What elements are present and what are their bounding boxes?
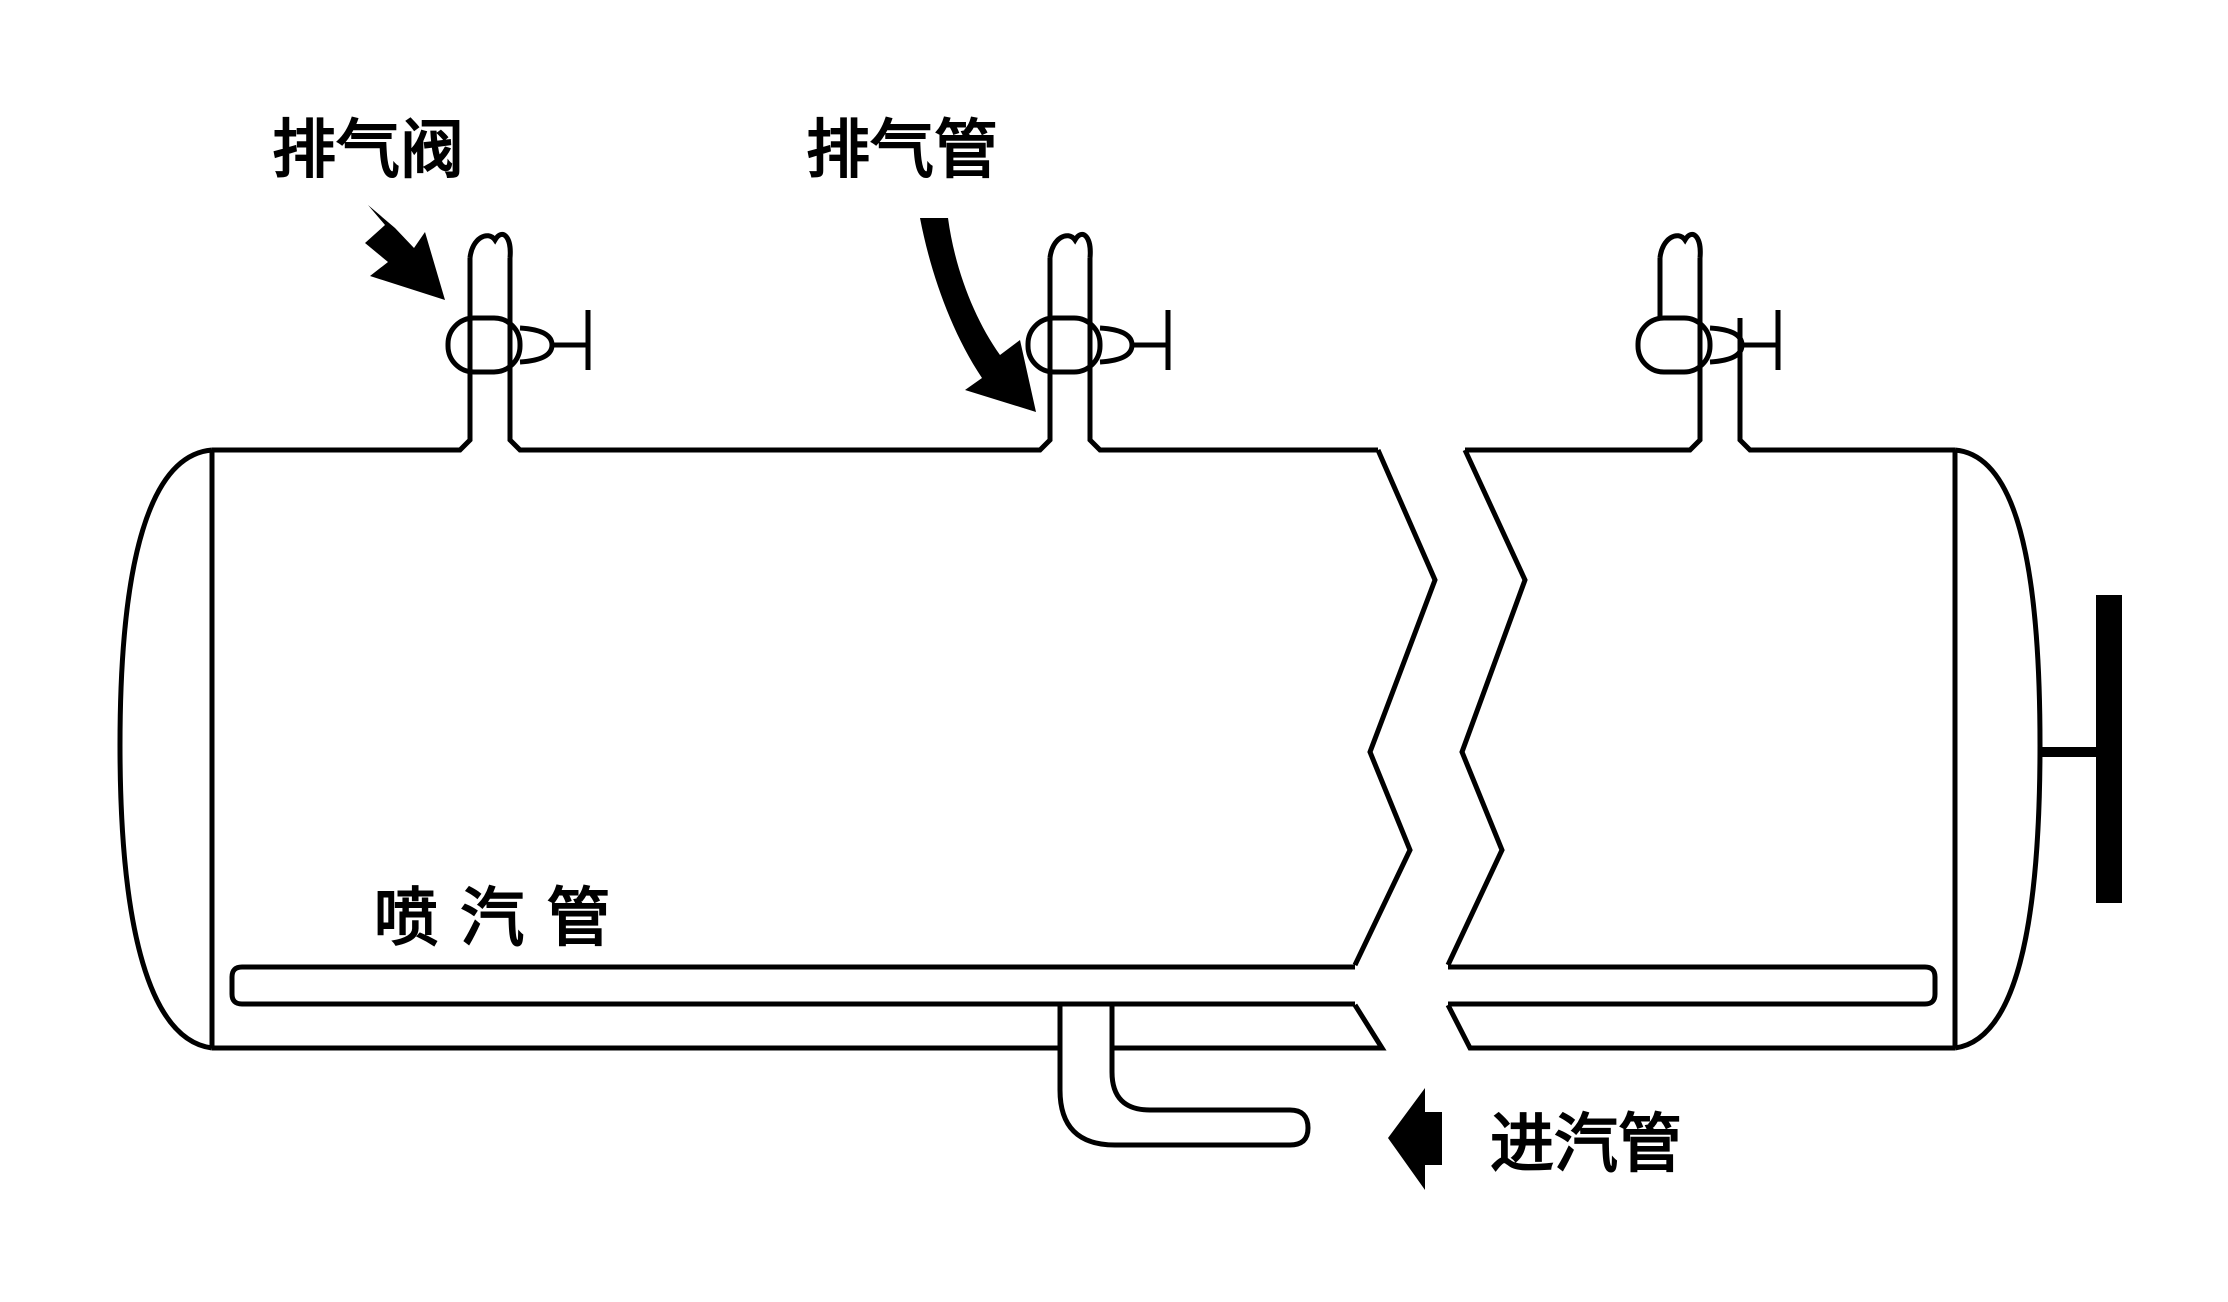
vessel-left-break-line [1352,448,1438,967]
vent-valve-2-bonnet [1099,325,1135,365]
vent-valve-1-body [445,315,523,375]
vessel-right-break-line [1445,448,1528,967]
vent-valve-3-body [1635,315,1713,375]
vent-valve-3-bonnet [1709,325,1745,365]
spray-pipe-left-segment [229,964,1355,1007]
vessel-left-top-wall [212,372,1378,453]
vessel-left-section [117,372,1438,1051]
vent-pipe-3-cut [1657,232,1743,372]
vessel-left-bottom-wall [212,1003,1387,1051]
steam-inlet-pipe-label: 进汽管 [1490,1108,1682,1182]
vessel-left-end-cap [117,447,213,1051]
vent-valve-2-body [1025,315,1103,375]
vessel-right-end-cap [1954,447,2043,1051]
vent-pipe-1-cut [467,232,513,318]
spray-pipe-right-segment [1448,964,1938,1007]
spray-pipe-label: 喷 汽 管 [374,882,611,956]
exhaust-pipe-pointer-arrow [920,218,1036,412]
vent-valve-1-bonnet [519,325,555,365]
vent-pipe-1-top [467,318,513,372]
exhaust-valve-pointer-arrow [365,205,445,300]
spray-pipe [229,964,1938,1007]
exhaust-pipe-label: 排气管 [806,114,998,188]
exhaust-valve-label: 排气阀 [272,114,464,188]
steam-inlet-pointer-arrow [1388,1088,1442,1190]
vent-valve-2 [1025,232,1171,375]
vent-pipe-2-cut [1047,232,1093,372]
vent-valve-3 [1635,232,1781,375]
vessel-side-bracket-plate [2096,595,2122,903]
vessel-right-top-wall [1465,372,1955,453]
vessel-right-section [1445,372,2122,1051]
vessel-right-bottom-wall [1445,1003,1955,1051]
steam-inlet-pipe [1057,1004,1311,1148]
vent-valve-1 [445,232,591,375]
